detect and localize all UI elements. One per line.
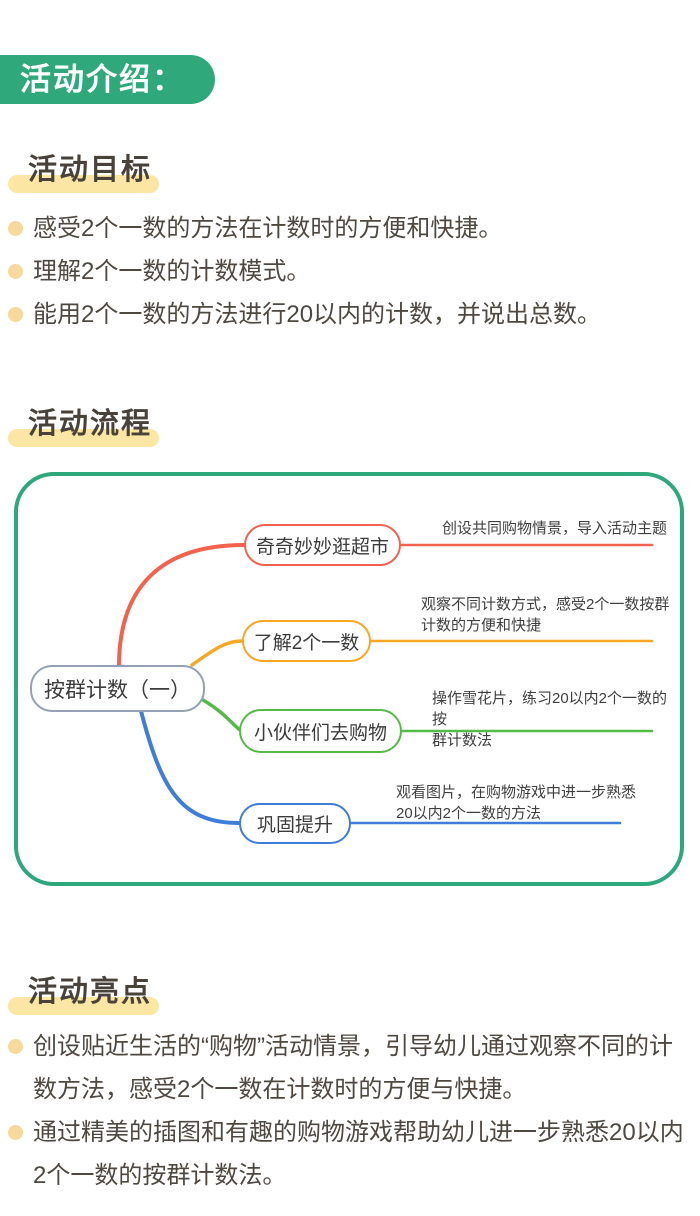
highlight-item: 创设贴近生活的“购物”活动情景，引导幼儿通过观察不同的计数方法，感受2个一数在计… — [8, 1025, 694, 1111]
mindmap-root-node: 按群计数（一） — [30, 665, 205, 712]
branch-note-4: 观看图片，在购物游戏中进一步熟悉 20以内2个一数的方法 — [396, 784, 637, 822]
branch-curve-amber — [190, 639, 244, 667]
section-title-text: 活动目标 — [28, 154, 153, 186]
goal-item: 理解2个一数的计数模式。 — [8, 250, 694, 293]
bullet-dot — [8, 1125, 23, 1140]
branch-note-2: 观察不同计数方式，感受2个一数按群 计数的方便和快捷 — [421, 596, 670, 634]
page-title: 活动介绍： — [20, 62, 185, 97]
mindmap-branch-node-3: 小伙伴们去购物 — [239, 709, 402, 753]
highlight-item: 通过精美的插图和有趣的购物游戏帮助幼儿进一步熟悉20以内2个一数的按群计数法。 — [8, 1111, 694, 1197]
title-highlight — [8, 175, 160, 193]
branch-curve-green — [201, 698, 242, 732]
goal-item: 感受2个一数的方法在计数时的方便和快捷。 — [8, 207, 694, 250]
section-title-highlights: 活动亮点 — [8, 968, 160, 1015]
branch-note-3: 操作雪花片，练习20以内2个一数的按 群计数法 — [432, 690, 668, 749]
title-highlight — [8, 997, 160, 1015]
section-title-text: 活动亮点 — [28, 976, 153, 1008]
mindmap-branch-node-1: 奇奇妙妙逛超市 — [244, 524, 401, 566]
page-title-badge: 活动介绍： — [0, 55, 215, 104]
highlight-text: 通过精美的插图和有趣的购物游戏帮助幼儿进一步熟悉20以内2个一数的按群计数法。 — [33, 1119, 684, 1189]
bullet-dot — [8, 221, 23, 236]
goal-text: 理解2个一数的计数模式。 — [33, 258, 311, 285]
goal-text: 感受2个一数的方法在计数时的方便和快捷。 — [33, 215, 503, 242]
mindmap-branch-node-4: 巩固提升 — [239, 803, 351, 844]
bullet-dot — [8, 264, 23, 279]
section-title-goals: 活动目标 — [8, 146, 160, 193]
bullet-dot — [8, 307, 23, 322]
activity-flow-mindmap: 按群计数（一） 奇奇妙妙逛超市 了解2个一数 小伙伴们去购物 巩固提升 创设共同… — [14, 472, 684, 886]
goal-text: 能用2个一数的方法进行20以内的计数，并说出总数。 — [33, 301, 602, 328]
title-highlight — [8, 429, 160, 447]
branch-curve-blue — [139, 709, 241, 825]
section-title-flow: 活动流程 — [8, 400, 160, 447]
goal-item: 能用2个一数的方法进行20以内的计数，并说出总数。 — [8, 293, 694, 336]
mindmap-branch-node-2: 了解2个一数 — [242, 620, 371, 662]
mindmap-connectors — [117, 543, 654, 825]
highlights-list: 创设贴近生活的“购物”活动情景，引导幼儿通过观察不同的计数方法，感受2个一数在计… — [8, 1025, 694, 1197]
goals-list: 感受2个一数的方法在计数时的方便和快捷。 理解2个一数的计数模式。 能用2个一数… — [8, 207, 694, 336]
branch-curve-red — [117, 543, 246, 668]
section-title-text: 活动流程 — [28, 408, 153, 440]
branch-note-1: 创设共同购物情景，导入活动主题 — [442, 520, 668, 537]
highlight-text: 创设贴近生活的“购物”活动情景，引导幼儿通过观察不同的计数方法，感受2个一数在计… — [33, 1033, 673, 1103]
bullet-dot — [8, 1039, 23, 1054]
